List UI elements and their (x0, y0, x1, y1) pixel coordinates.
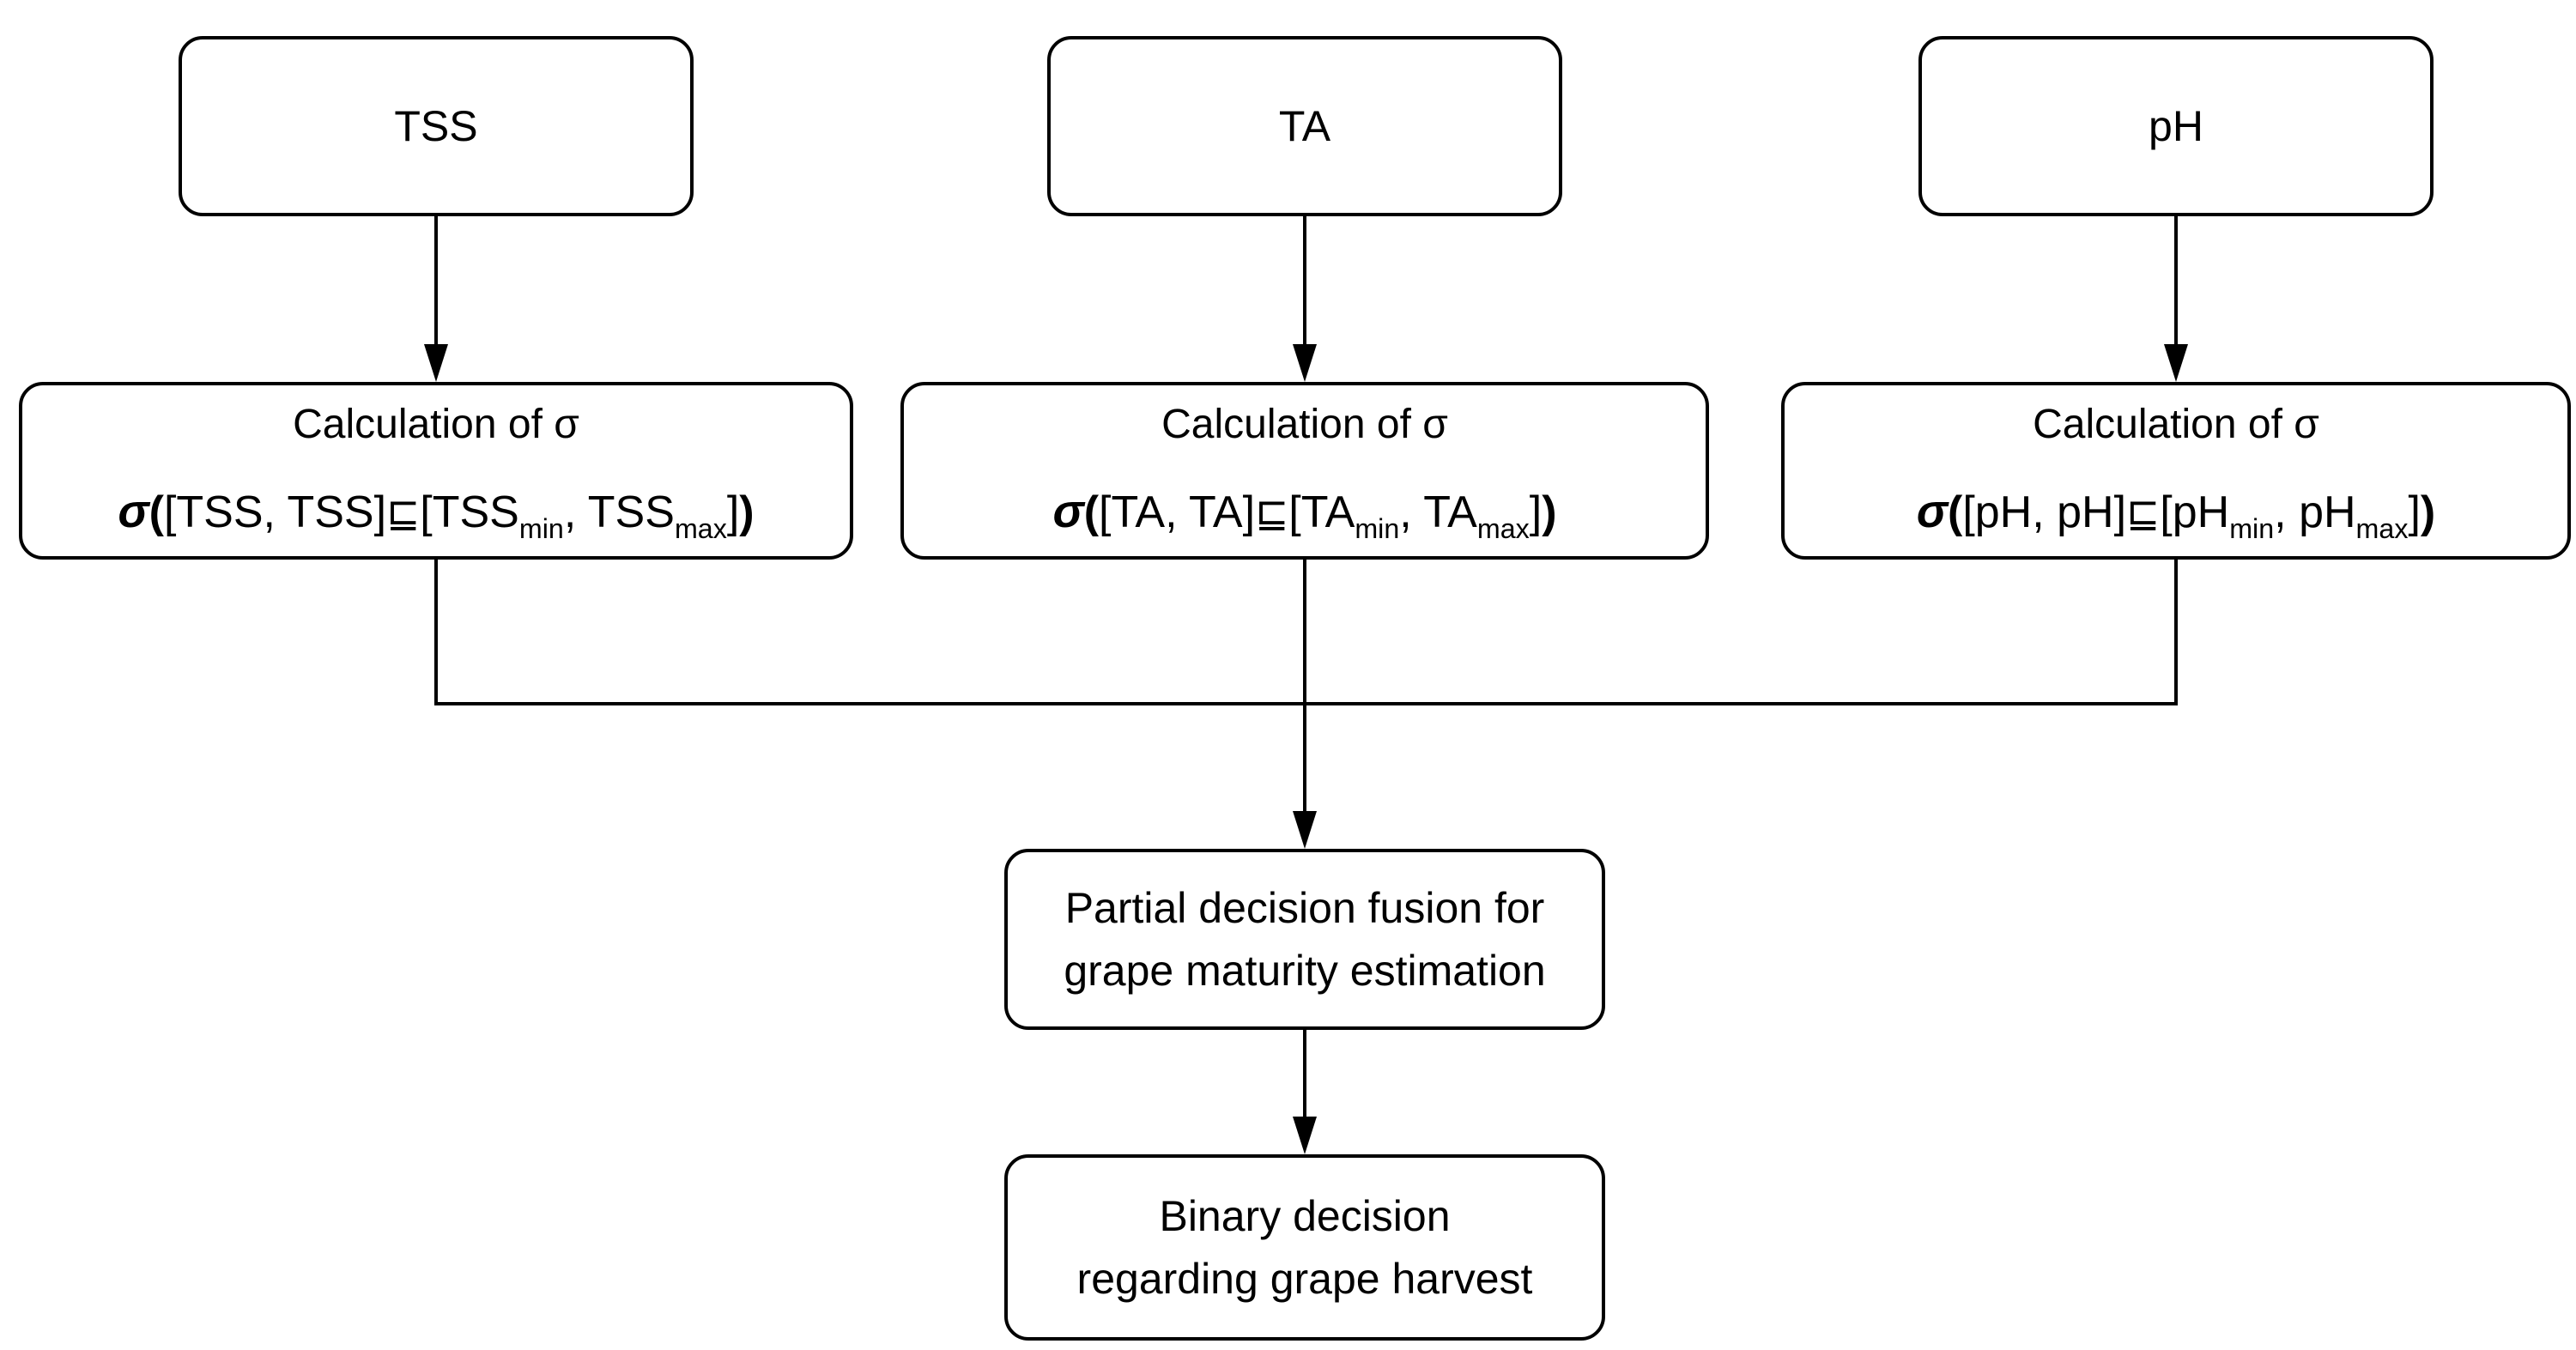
formula-ref-close-bracket: ] (1529, 487, 1543, 537)
calc-box-tss: Calculation of σ σ([TSS, TSS]⊑[TSSmin, T… (19, 382, 853, 560)
decision-text-line2: regarding grape harvest (1076, 1254, 1533, 1303)
calc-box-ta: Calculation of σ σ([TA, TA]⊑[TAmin, TAma… (900, 382, 1709, 560)
formula-measured-interval: [TSS, TSS] (163, 487, 387, 537)
fusion-text-line2: grape maturity estimation (1064, 946, 1546, 995)
formula-max-subscript: max (2355, 512, 2409, 544)
arrow-merge-to-fusion (1293, 560, 1317, 849)
binary-decision-box: Binary decision regarding grape harvest (1004, 1154, 1605, 1341)
formula-separator: , (1399, 487, 1424, 537)
formula-max-subscript: max (674, 512, 727, 544)
input-box-ph: pH (1918, 36, 2434, 216)
formula-min-base: TSS (432, 487, 519, 537)
input-box-ta: TA (1047, 36, 1562, 216)
formula-close-paren: ) (1542, 487, 1557, 537)
calc-box-ph: Calculation of σ σ([pH, pH]⊑[pHmin, pHma… (1781, 382, 2571, 560)
formula-close-paren: ) (2420, 487, 2436, 537)
formula-min-base: TA (1300, 487, 1355, 537)
formula-open-paren: ( (148, 487, 164, 537)
arrow-tss-to-calc (424, 216, 448, 382)
fusion-box: Partial decision fusion for grape maturi… (1004, 849, 1605, 1030)
formula-ref-open-bracket: [ (2160, 487, 2173, 537)
sigma-formula-ta: σ([TA, TA]⊑[TAmin, TAmax]) (1052, 484, 1557, 542)
formula-ref-close-bracket: ] (726, 487, 740, 537)
formula-ref-open-bracket: [ (1288, 487, 1301, 537)
formula-sigma: σ (118, 484, 149, 537)
formula-max-base: TA (1423, 487, 1477, 537)
formula-min-subscript: min (518, 512, 564, 544)
formula-measured-interval: [TA, TA] (1099, 487, 1256, 537)
formula-ref-open-bracket: [ (420, 487, 433, 537)
arrow-fusion-to-decision (1293, 1030, 1317, 1154)
formula-close-paren: ) (739, 487, 755, 537)
sigma-formula-ph: σ([pH, pH]⊑[pHmin, pHmax]) (1916, 484, 2436, 542)
formula-max-base: pH (2299, 487, 2356, 537)
formula-min-base: pH (2172, 487, 2230, 537)
formula-max-subscript: max (1476, 512, 1530, 544)
formula-relation-symbol: ⊑ (386, 490, 421, 537)
calc-title-ta: Calculation of σ (1161, 402, 1448, 447)
formula-separator: , (563, 487, 588, 537)
formula-ref-close-bracket: ] (2408, 487, 2421, 537)
formula-measured-interval: [pH, pH] (1962, 487, 2127, 537)
calc-title-ph: Calculation of σ (2033, 402, 2319, 447)
fusion-text-line1: Partial decision fusion for (1064, 884, 1545, 932)
formula-open-paren: ( (1947, 487, 1963, 537)
input-label-ta: TA (1278, 102, 1331, 150)
calc-title-tss: Calculation of σ (293, 402, 579, 447)
formula-sigma: σ (1052, 484, 1084, 537)
formula-relation-symbol: ⊑ (1255, 490, 1289, 537)
formula-min-subscript: min (2229, 512, 2275, 544)
arrow-ph-to-calc (2164, 216, 2188, 382)
decision-text-line1: Binary decision (1159, 1192, 1451, 1240)
formula-open-paren: ( (1083, 487, 1100, 537)
input-label-ph: pH (2149, 102, 2203, 150)
formula-separator: , (2274, 487, 2300, 537)
input-box-tss: TSS (179, 36, 694, 216)
formula-relation-symbol: ⊑ (2126, 490, 2161, 537)
formula-min-subscript: min (1355, 512, 1400, 544)
arrow-ta-to-calc (1293, 216, 1317, 382)
input-label-tss: TSS (394, 102, 478, 150)
sigma-formula-tss: σ([TSS, TSS]⊑[TSSmin, TSSmax]) (118, 484, 755, 542)
formula-max-base: TSS (587, 487, 675, 537)
formula-sigma: σ (1916, 484, 1948, 537)
